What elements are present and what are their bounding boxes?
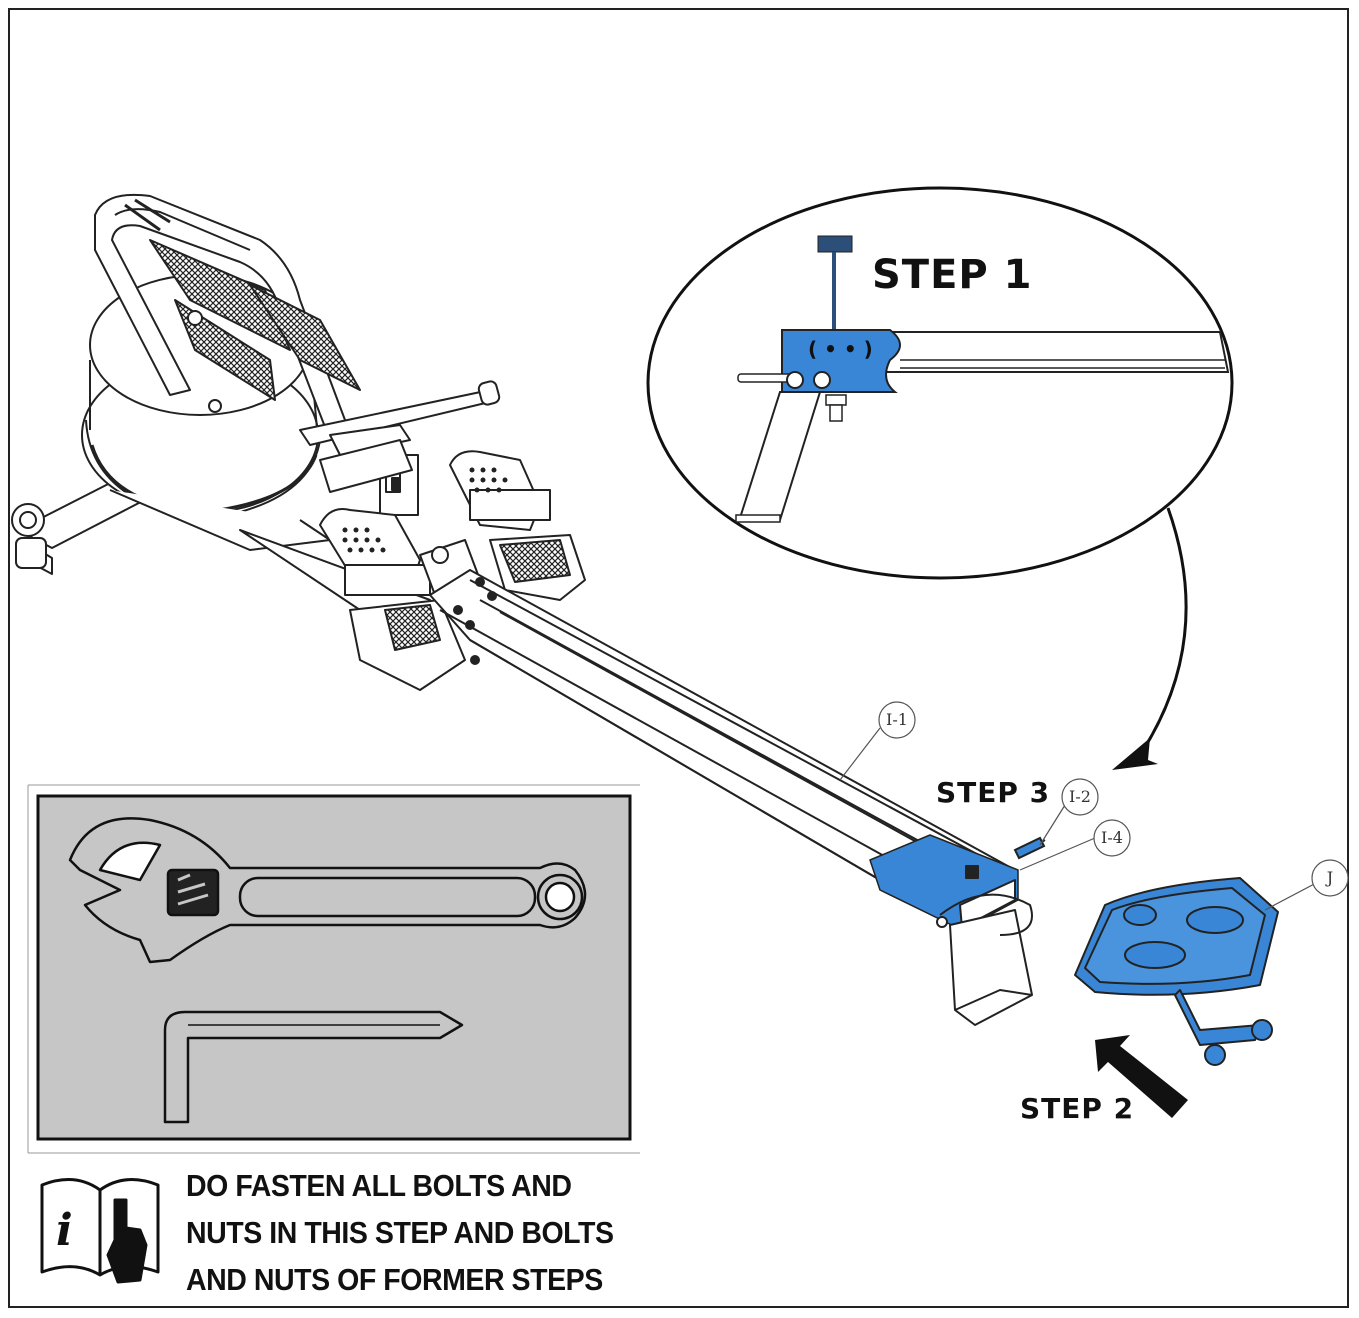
note-line-1: DO FASTEN ALL BOLTS AND <box>186 1168 572 1203</box>
footrest-left <box>319 508 466 691</box>
manual-info-icon: i <box>40 1178 160 1284</box>
handle-frame <box>94 193 361 441</box>
main-rail <box>429 569 1016 929</box>
step1-label: STEP 1 <box>872 252 1033 298</box>
callout-i1: I-1 <box>886 710 908 729</box>
footrest-right <box>449 450 586 601</box>
page-frame <box>8 8 1349 1308</box>
note-line-2: NUTS IN THIS STEP AND BOLTS <box>186 1215 614 1250</box>
tool-panel <box>27 784 640 1154</box>
note-line-3: AND NUTS OF FORMER STEPS <box>186 1262 603 1297</box>
svg-text:( • • ): ( • • ) <box>808 337 873 361</box>
callout-j: J <box>1326 868 1334 887</box>
step2-label: STEP 2 <box>1020 1092 1135 1125</box>
adjustable-wrench-icon <box>68 817 587 964</box>
svg-text:i: i <box>56 1205 73 1256</box>
rowing-machine <box>11 193 1033 1026</box>
rear-stabilizer <box>1074 877 1279 1066</box>
step3-label: STEP 3 <box>936 776 1051 809</box>
detail-callout: ( • • ) <box>646 186 1234 580</box>
allen-key-icon <box>163 1010 464 1124</box>
callout-i4: I-4 <box>1101 828 1123 847</box>
fastening-note: DO FASTEN ALL BOLTS AND NUTS IN THIS STE… <box>186 1162 614 1303</box>
bolt-i2 <box>1013 836 1046 860</box>
callout-leaders <box>839 701 1349 911</box>
step2-arrow <box>1095 1035 1188 1118</box>
detail-arrow <box>1138 507 1188 756</box>
callout-i2: I-2 <box>1069 787 1091 806</box>
